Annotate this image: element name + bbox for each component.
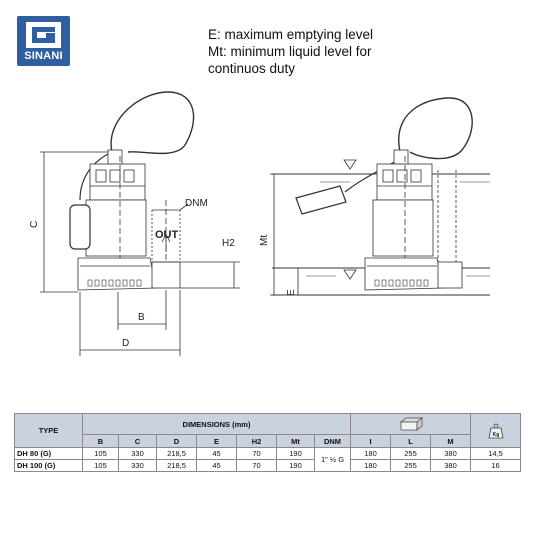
dimensions-table: TYPE DIMENSIONS (mm) Kg B C D E [14,413,522,472]
logo-text: SINANI [24,50,63,62]
row-type: DH 80 (G) [14,447,83,460]
type-header: TYPE [14,413,83,448]
box-dimensions-icon [399,417,423,431]
cell-l: 255 [390,447,432,460]
cell-mt: 190 [276,459,315,472]
cell-l: 255 [390,459,432,472]
table-row: DH 80 (G) 105 330 218,5 45 70 190 1" ½ G… [14,447,522,472]
col-i: I [350,434,392,448]
col-d: D [156,434,197,448]
cell-d: 218,5 [156,459,197,472]
cell-i: 180 [350,447,392,460]
weight-kg-icon: Kg [488,423,504,438]
cell-dnm: 1" ½ G [313,447,352,472]
col-b: B [82,434,119,448]
legend-line-mt-cont: continuos duty [208,61,296,76]
legend: E: maximum emptying level Mt: minimum li… [208,26,373,77]
label-mt: Mt [259,235,270,246]
cell-weight: 16 [470,459,522,472]
label-b: B [138,312,145,323]
col-m: M [430,434,472,448]
label-dnm: DNM [185,198,208,209]
cell-b: 105 [82,459,119,472]
cell-c: 330 [118,447,157,460]
label-d: D [122,338,129,349]
row-type: DH 100 (G) [14,459,83,472]
weight-header: Kg [470,413,522,448]
col-c: C [118,434,157,448]
table-row: DH 100 (G) 105 330 218,5 45 70 190 180 2… [14,459,522,472]
label-out: OUT [155,229,179,241]
weight-unit: Kg [492,432,499,438]
cell-m: 380 [430,459,472,472]
col-e: E [196,434,237,448]
cell-h2: 70 [236,459,277,472]
label-h2: H2 [222,238,235,249]
col-h2: H2 [236,434,277,448]
cell-c: 330 [118,459,157,472]
legend-line-e: E: maximum emptying level [208,27,374,42]
col-mt: Mt [276,434,315,448]
cell-h2: 70 [236,447,277,460]
cell-m: 380 [430,447,472,460]
sinani-logo: SINANI [17,16,70,66]
packing-header [350,413,472,435]
cell-e: 45 [196,459,237,472]
col-dnm: DNM [313,434,352,448]
col-l: L [390,434,432,448]
cell-mt: 190 [276,447,315,460]
logo-mark-icon [26,22,61,48]
legend-line-mt: Mt: minimum liquid level for [208,44,372,59]
cell-b: 105 [82,447,119,460]
label-c: C [29,221,40,228]
cell-d: 218,5 [156,447,197,460]
label-e: E [286,289,297,296]
cell-weight: 14,5 [470,447,522,460]
technical-drawing: DNM OUT H2 C B D Mt E [29,91,490,356]
cell-i: 180 [350,459,392,472]
cell-e: 45 [196,447,237,460]
dimensions-header: DIMENSIONS (mm) [81,413,352,435]
